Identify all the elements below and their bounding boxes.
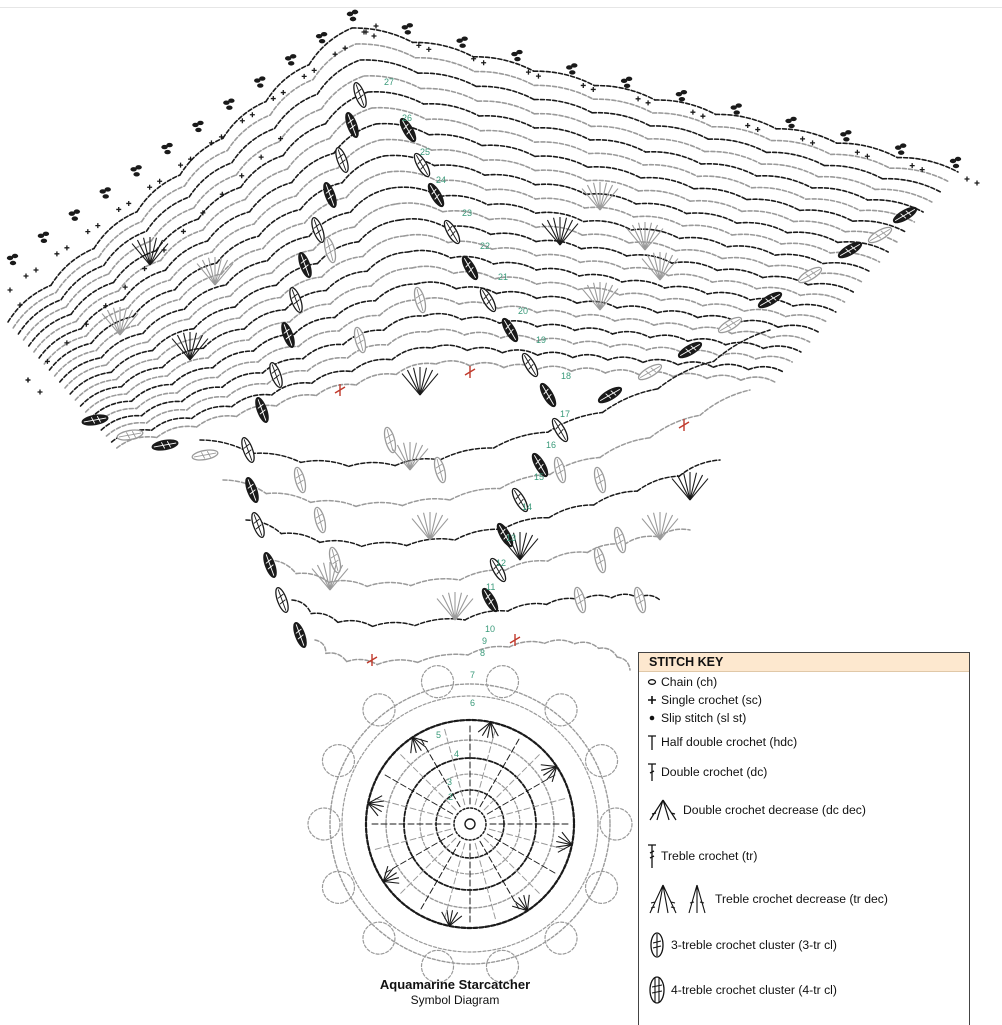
key-row-slip-stitch: Slip stitch (sl st) — [647, 711, 965, 725]
key-label-double-crochet-decrease: Double crochet decrease (dc dec) — [683, 803, 866, 817]
half-double-crochet-icon — [647, 733, 657, 751]
chain-icon — [647, 678, 657, 686]
round-number-15: 15 — [534, 472, 544, 482]
diagram-caption: Aquamarine Starcatcher Symbol Diagram — [330, 977, 580, 1007]
key-row-double-crochet-decrease: Double crochet decrease (dc dec) — [647, 798, 965, 822]
round-number-19: 19 — [536, 335, 546, 345]
round-number-22: 22 — [480, 241, 490, 251]
round-number-12: 12 — [496, 558, 506, 568]
stitch-key-title: STITCH KEY — [639, 653, 969, 672]
round-number-18: 18 — [561, 371, 571, 381]
slip-stitch-icon — [647, 713, 657, 723]
key-label-double-crochet: Double crochet (dc) — [661, 765, 768, 779]
four-treble-cluster-icon — [647, 975, 667, 1005]
stitch-key-panel: STITCH KEY Chain (ch) Single crochet (sc… — [638, 652, 970, 1025]
round-number-20: 20 — [518, 306, 528, 316]
double-crochet-decrease-icon — [647, 798, 679, 822]
double-crochet-icon — [647, 762, 657, 782]
round-number-7: 7 — [470, 670, 475, 680]
round-number-2: 2 — [448, 792, 453, 802]
key-label-four-treble-cluster: 4-treble crochet cluster (4-tr cl) — [671, 983, 837, 997]
round-number-17: 17 — [560, 409, 570, 419]
round-number-4: 4 — [454, 749, 459, 759]
key-row-double-crochet: Double crochet (dc) — [647, 762, 965, 782]
treble-crochet-decrease-icon — [647, 883, 711, 915]
key-row-treble-crochet-decrease: Treble crochet decrease (tr dec) — [647, 883, 965, 915]
round-number-11: 11 — [486, 582, 495, 592]
three-treble-cluster-icon — [647, 931, 667, 959]
round-number-14: 14 — [522, 502, 532, 512]
key-label-chain: Chain (ch) — [661, 675, 718, 689]
key-row-half-double-crochet: Half double crochet (hdc) — [647, 733, 965, 751]
round-number-10: 10 — [485, 624, 495, 634]
diagram-subtitle: Symbol Diagram — [410, 993, 500, 1007]
top-border-line — [0, 7, 1002, 8]
round-number-25: 25 — [420, 147, 430, 157]
key-label-slip-stitch: Slip stitch (sl st) — [661, 711, 747, 725]
key-label-treble-crochet: Treble crochet (tr) — [661, 849, 758, 863]
round-number-24: 24 — [436, 175, 446, 185]
round-number-21: 21 — [498, 272, 508, 282]
round-number-26: 26 — [402, 113, 412, 123]
round-number-13: 13 — [506, 533, 516, 543]
key-row-chain: Chain (ch) — [647, 675, 965, 689]
round-number-6: 6 — [470, 698, 475, 708]
key-row-three-treble-cluster: 3-treble crochet cluster (3-tr cl) — [647, 931, 965, 959]
key-label-three-treble-cluster: 3-treble crochet cluster (3-tr cl) — [671, 938, 837, 952]
round-number-23: 23 — [462, 208, 472, 218]
key-label-half-double-crochet: Half double crochet (hdc) — [661, 735, 798, 749]
round-number-8: 8 — [480, 648, 485, 658]
round-number-5: 5 — [436, 730, 441, 740]
treble-crochet-icon — [647, 843, 657, 869]
diagram-title: Aquamarine Starcatcher — [379, 977, 531, 992]
round-number-16: 16 — [546, 440, 556, 450]
round-number-27: 27 — [384, 77, 394, 87]
single-crochet-icon — [647, 695, 657, 705]
round-number-9: 9 — [482, 636, 487, 646]
key-row-single-crochet: Single crochet (sc) — [647, 693, 965, 707]
key-label-treble-crochet-decrease: Treble crochet decrease (tr dec) — [715, 892, 888, 906]
key-row-treble-crochet: Treble crochet (tr) — [647, 843, 965, 869]
key-label-single-crochet: Single crochet (sc) — [661, 693, 762, 707]
round-number-3: 3 — [447, 777, 452, 787]
key-row-four-treble-cluster: 4-treble crochet cluster (4-tr cl) — [647, 975, 965, 1005]
